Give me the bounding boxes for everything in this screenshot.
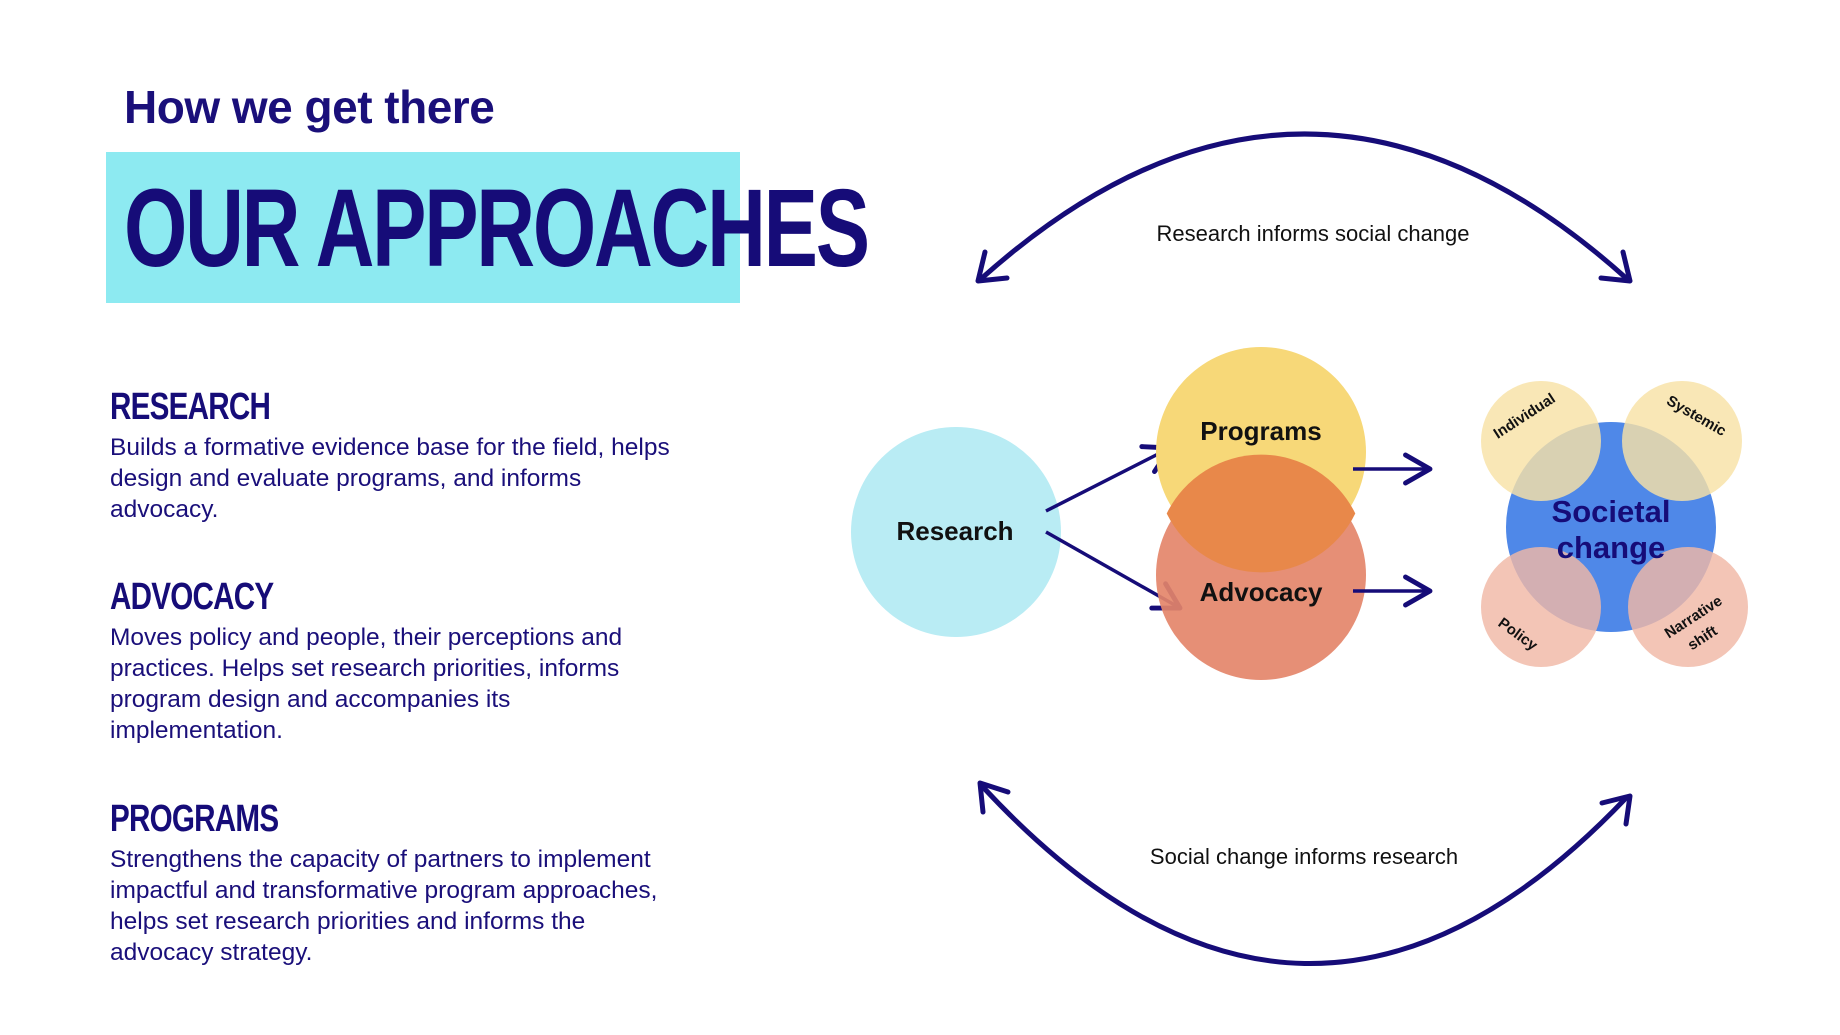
bottom-caption: Social change informs research <box>1150 844 1458 869</box>
arrowhead-icon <box>975 249 1010 284</box>
section-body: Moves policy and people, their perceptio… <box>110 623 623 744</box>
societal-label-line2: change <box>1557 530 1666 565</box>
programs-label: Programs <box>1200 416 1321 446</box>
section-programs: PROGRAMS Strengthens the capacity of par… <box>110 798 670 968</box>
section-body: Strengthens the capacity of partners to … <box>110 845 658 966</box>
section-research: RESEARCH Builds a formative evidence bas… <box>110 386 670 525</box>
advocacy-label: Advocacy <box>1200 577 1323 607</box>
title-banner: OUR APPROACHES <box>106 152 870 303</box>
section-advocacy: ADVOCACY Moves policy and people, their … <box>110 576 670 746</box>
arrowhead-icon <box>977 780 1011 815</box>
research-label: Research <box>896 516 1013 546</box>
systemic-circle <box>1622 381 1742 501</box>
arrowhead-icon <box>1599 793 1633 827</box>
research-to-programs-arrow <box>1045 444 1173 513</box>
bottom-arc-arrow <box>979 783 1629 966</box>
section-heading: PROGRAMS <box>110 798 279 840</box>
research-circle <box>851 427 1061 637</box>
top-arc-arrow <box>979 131 1629 281</box>
programs-advocacy-overlap <box>1166 454 1356 573</box>
section-heading: ADVOCACY <box>110 576 274 618</box>
policy-circle <box>1481 547 1601 667</box>
arrowhead-icon <box>1598 249 1633 284</box>
top-caption: Research informs social change <box>1156 221 1469 246</box>
section-heading: RESEARCH <box>110 386 271 428</box>
societal-label-line1: Societal <box>1552 494 1671 529</box>
page-title: OUR APPROACHES <box>124 167 870 290</box>
section-body: Builds a formative evidence base for the… <box>110 433 670 523</box>
narrative-circle <box>1628 547 1748 667</box>
page-subtitle: How we get there <box>124 81 495 133</box>
research-to-advocacy-arrow <box>1045 530 1183 611</box>
individual-circle <box>1481 381 1601 501</box>
